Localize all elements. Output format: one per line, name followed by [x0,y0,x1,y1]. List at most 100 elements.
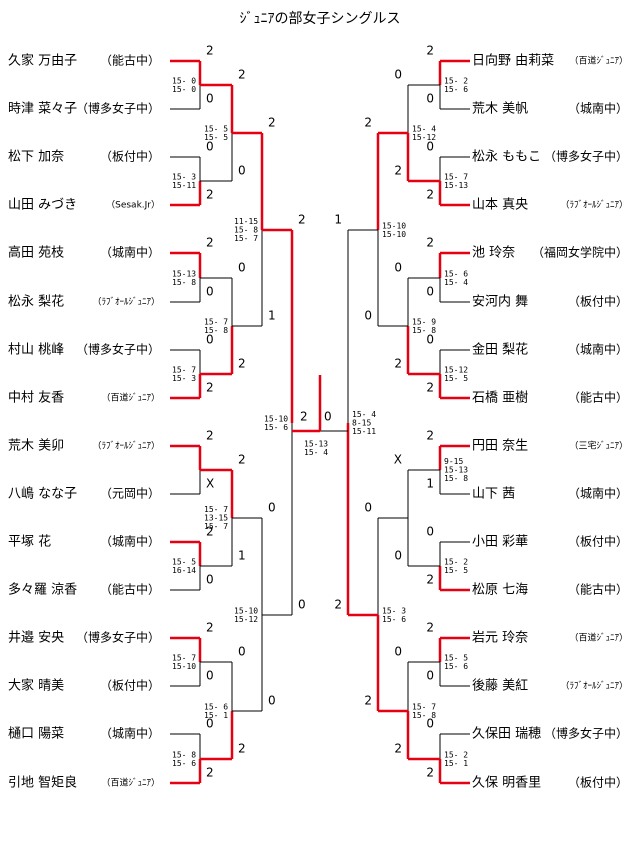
match-result: 15- 7 [444,172,468,181]
player-club: （福岡女学院中） [532,245,628,260]
match-result: 15- 6 [444,85,468,94]
player-club: （城南中） [568,101,628,116]
match-result: 15- 6 [444,662,468,671]
player-club: （板付中） [100,678,160,693]
match-result: 15-10 [234,606,258,615]
player-club: （百道ｼﾞｭﾆｱ） [101,392,160,404]
match-score: 0 [298,598,306,612]
match-score: 2 [426,236,434,250]
match-result: 15-13 [304,439,328,448]
player-name: 松永 ももこ [472,150,541,165]
match-result: 15- 5 [444,374,468,383]
match-result: 15- 6 [382,615,406,624]
player-name: 小田 彩華 [472,535,528,550]
match-result: 15- 2 [444,76,468,85]
final-score: 2 [300,410,308,424]
match-result: 15-13 [172,269,196,278]
match-result: 15- 5 [444,566,468,575]
match-result: 15-12 [444,365,468,374]
match-score: 1 [334,213,342,227]
player-name: 樋口 陽菜 [8,726,64,742]
player-club: （城南中） [568,342,628,357]
match-result: 13-15 [204,514,228,523]
match-result: 15- 8 [204,326,228,335]
match-score: 0 [394,549,402,563]
match-result: 15- 4 [304,448,328,457]
match-score: 2 [426,44,434,58]
match-score: 0 [426,717,434,731]
match-score: 0 [394,68,402,82]
player-name: 中村 友香 [8,390,64,406]
player-name: 村山 桃峰 [8,343,64,358]
match-score: 0 [238,261,246,275]
match-result: 15- 6 [264,423,288,432]
player-name: 山本 真央 [472,198,528,213]
match-result: 15- 2 [444,750,468,759]
player-club: （城南中） [100,245,160,260]
player-club: （博多女子中） [544,149,628,164]
player-name: 荒木 美卯 [8,439,64,454]
match-score: 2 [206,381,214,395]
match-result: 15- 6 [444,269,468,278]
match-score: 2 [206,525,214,539]
match-result: 15- 1 [204,711,228,720]
player-name: 池 玲奈 [472,246,515,261]
match-score: 2 [426,766,434,780]
player-club: （百道ｼﾞｭﾆｱ） [101,777,160,789]
match-result: 15- 4 [412,124,436,133]
player-name: 井邉 安央 [8,631,64,646]
match-score: 2 [238,742,246,756]
player-club: （能古中） [568,390,628,405]
player-club: （ﾗﾌﾞｵｰﾙｼﾞｭﾆｱ） [92,441,160,452]
match-result: 15-11 [172,181,196,190]
match-score: 2 [238,453,246,467]
match-result: 15- 0 [172,85,196,94]
match-result: 15- 9 [412,317,436,326]
match-score: 0 [426,669,434,683]
match-result: 15- 7 [204,317,228,326]
match-score: 2 [426,188,434,202]
match-result: 11-15 [234,217,258,226]
player-name: 安河内 舞 [472,294,528,310]
match-score: 2 [206,621,214,635]
player-club: （三宅ｼﾞｭﾆｱ） [569,440,628,452]
match-score: 0 [268,501,276,515]
match-score: X [206,477,214,491]
player-name: 松原 七海 [472,583,528,598]
match-score: 1 [268,309,276,323]
match-score: 2 [426,429,434,443]
match-result: 15- 6 [204,702,228,711]
player-name: 引地 智矩良 [8,775,77,791]
match-score: 2 [426,621,434,635]
match-score: 2 [364,116,372,130]
final-score: 0 [324,410,332,424]
match-result: 15- 8 [412,326,436,335]
match-score: 0 [206,140,214,154]
player-club: （能古中） [100,582,160,597]
match-score: 0 [394,261,402,275]
match-score: 0 [426,285,434,299]
player-club: （博多女子中） [76,342,160,357]
match-score: 2 [394,742,402,756]
player-name: 大家 晴美 [8,678,64,694]
match-score: 0 [206,333,214,347]
player-name: 平塚 花 [8,534,51,550]
player-name: 松下 加奈 [8,150,64,165]
player-club: （板付中） [568,294,628,309]
match-score: 0 [238,164,246,178]
player-club: （ﾗﾌﾞｵｰﾙｼﾞｭﾆｱ） [92,297,160,308]
match-result: 15- 3 [172,374,196,383]
player-club: （板付中） [100,149,160,164]
player-name: 高田 苑枝 [8,245,64,261]
page-title: ｼﾞｭﾆｱの部女子シングルス [239,11,401,27]
match-result: 15- 5 [172,557,196,566]
match-result: 15- 5 [444,653,468,662]
match-score: 2 [394,164,402,178]
match-score: 0 [364,501,372,515]
match-result: 8-15 [352,419,371,428]
match-score: 2 [206,429,214,443]
player-name: 松永 梨花 [8,294,64,310]
player-name: 久保 明香里 [472,776,541,791]
match-score: 2 [268,116,276,130]
